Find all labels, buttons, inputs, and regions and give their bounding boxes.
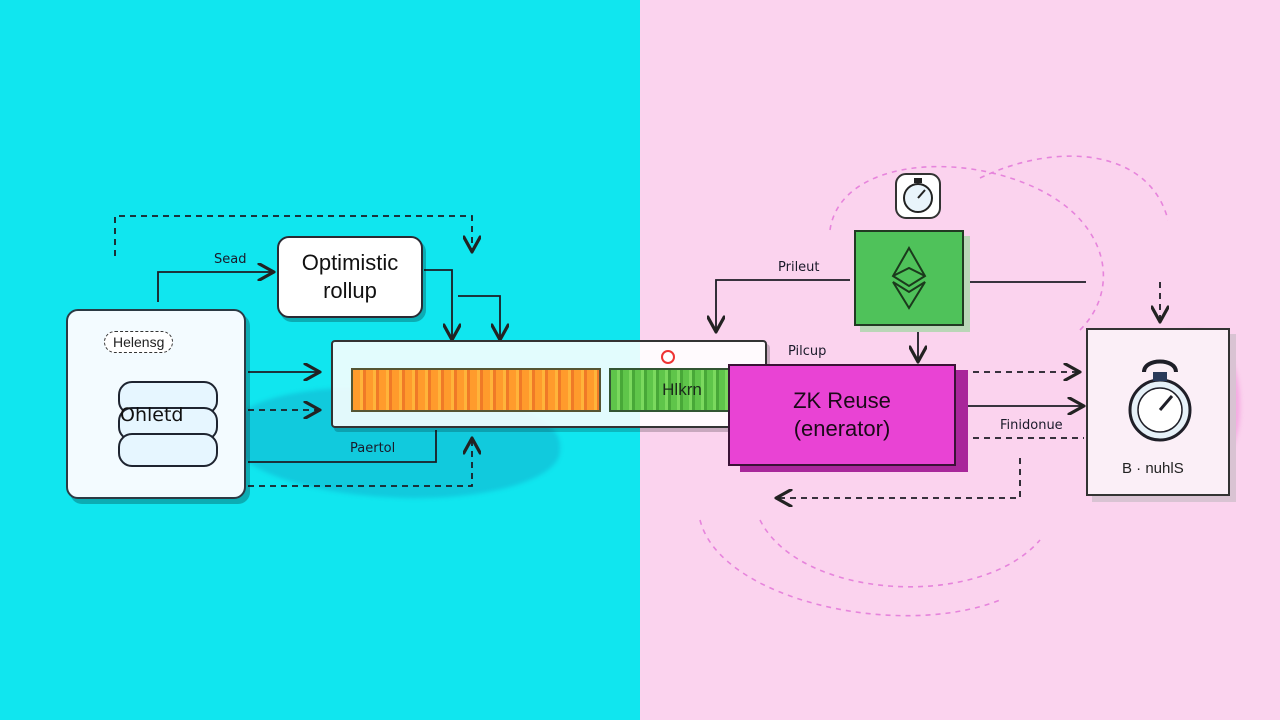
db-pill-label: Helensg (104, 331, 174, 353)
arrow-return-left (778, 458, 1021, 498)
zk-generator-node: ZK Reuse (enerator) (728, 364, 956, 466)
timer-panel: B · nuhlS (1086, 328, 1230, 496)
optimistic-rollup-node: Optimistic rollup (277, 236, 423, 318)
decorative-swirl (699, 519, 1001, 617)
zk-title-line1: ZK Reuse (793, 388, 891, 413)
stopwatch-icon (1128, 359, 1192, 442)
stopwatch-icon (895, 173, 941, 219)
decorative-swirl (979, 155, 1169, 221)
decorative-swirl (829, 165, 1105, 331)
progress-bar-panel: Hlkrn (331, 340, 767, 428)
product-label: Prileut (778, 260, 820, 275)
timer-label: B · nuhlS (1122, 460, 1184, 477)
database-label: Ohletd (120, 404, 184, 426)
arrow-send-to-rollup (157, 272, 272, 302)
database-panel: Helensg (66, 309, 246, 499)
decorative-swirl (759, 519, 1041, 588)
bottom-left-label: Paertol (350, 441, 396, 456)
indicator-dot (661, 350, 675, 364)
line-db-bottom (248, 430, 437, 463)
arrow-rollup-down (424, 269, 452, 338)
ethereum-icon (891, 245, 927, 310)
pickup-label: Pilcup (788, 344, 827, 359)
database-cylinder-bottom (118, 433, 218, 467)
progress-segment-orange (351, 368, 601, 412)
finalize-label: Finidonue (1000, 418, 1063, 433)
optimistic-title-line2: rollup (323, 278, 377, 303)
arrow-product-loop (716, 279, 850, 330)
send-label: Sead (214, 252, 247, 267)
arrow-rollup-down-2 (458, 295, 500, 338)
arrow-dashed-up (248, 440, 472, 487)
progress-green-label: Hlkrn (662, 380, 702, 399)
zk-title-line2: (enerator) (793, 416, 891, 441)
optimistic-title-line1: Optimistic (301, 250, 399, 275)
ethereum-node (854, 230, 964, 326)
